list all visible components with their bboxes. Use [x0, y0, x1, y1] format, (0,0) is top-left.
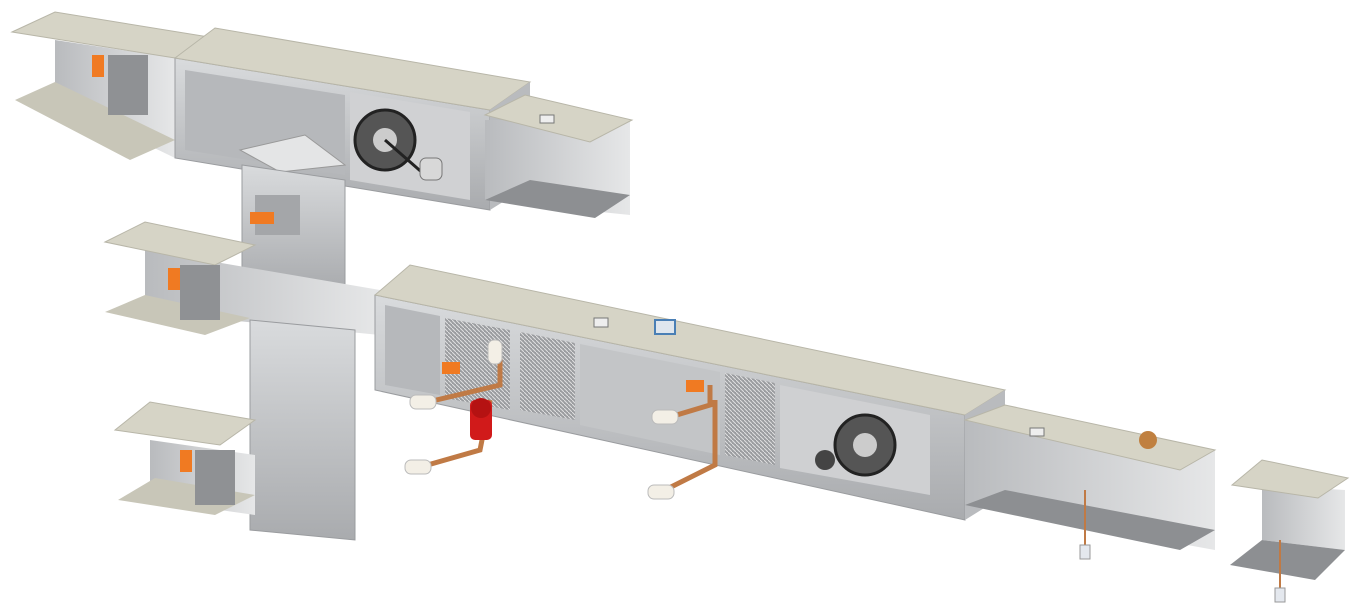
valve-actuator-icon — [686, 380, 704, 392]
valve-actuator-icon — [442, 362, 460, 374]
return-fan-section — [173, 27, 532, 211]
supply-duct — [963, 404, 1217, 560]
damper-actuator-icon — [180, 450, 192, 472]
sensor-probe-icon — [1079, 544, 1091, 560]
sensor-probe-icon — [1274, 587, 1286, 603]
lower-outside-air-duct — [113, 401, 257, 515]
upper-discharge-duct — [483, 94, 634, 218]
main-air-handler — [373, 264, 1007, 521]
upper-return-duct — [10, 11, 217, 160]
sensor-icon — [593, 317, 609, 328]
pump-icon — [470, 398, 492, 440]
end-duct — [1230, 459, 1350, 603]
controller-display-icon — [654, 319, 676, 335]
pipe-insulation — [404, 339, 679, 500]
coil-icon — [520, 332, 575, 420]
smoke-detector-icon — [1139, 431, 1157, 449]
damper-blades — [108, 55, 148, 115]
damper-actuator-icon — [168, 268, 180, 290]
coil-icon — [725, 373, 775, 465]
damper-actuator-icon — [92, 55, 104, 77]
vertical-connector-duct — [241, 164, 346, 291]
damper-actuator-icon — [250, 212, 274, 224]
sensor-icon — [1029, 427, 1045, 437]
middle-outside-air-duct — [103, 221, 380, 335]
sensor-icon — [539, 114, 555, 124]
